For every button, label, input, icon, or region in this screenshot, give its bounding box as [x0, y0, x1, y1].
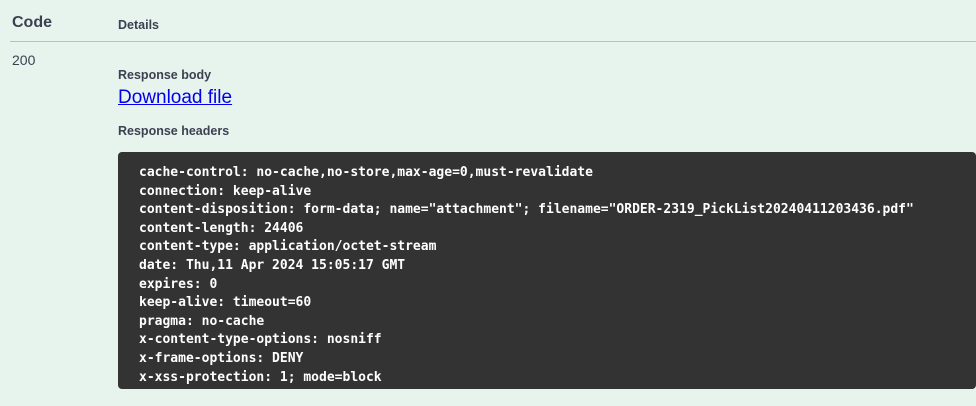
- responses-header-code: Code: [12, 14, 52, 31]
- response-row-200: 200 Response body Download file Response…: [10, 42, 976, 389]
- response-headers-block: cache-control: no-cache,no-store,max-age…: [118, 152, 976, 389]
- response-body-label: Response body: [118, 68, 212, 82]
- response-headers-label: Response headers: [118, 124, 230, 138]
- responses-table-header: Code Details: [10, 0, 976, 42]
- response-status-code: 200: [12, 52, 36, 68]
- responses-table: Code Details 200 Response body Download …: [10, 0, 976, 389]
- download-file-link[interactable]: Download file: [118, 87, 233, 108]
- responses-header-details: Details: [118, 18, 159, 32]
- response-details-cell: Response body Download file Response hea…: [118, 51, 976, 389]
